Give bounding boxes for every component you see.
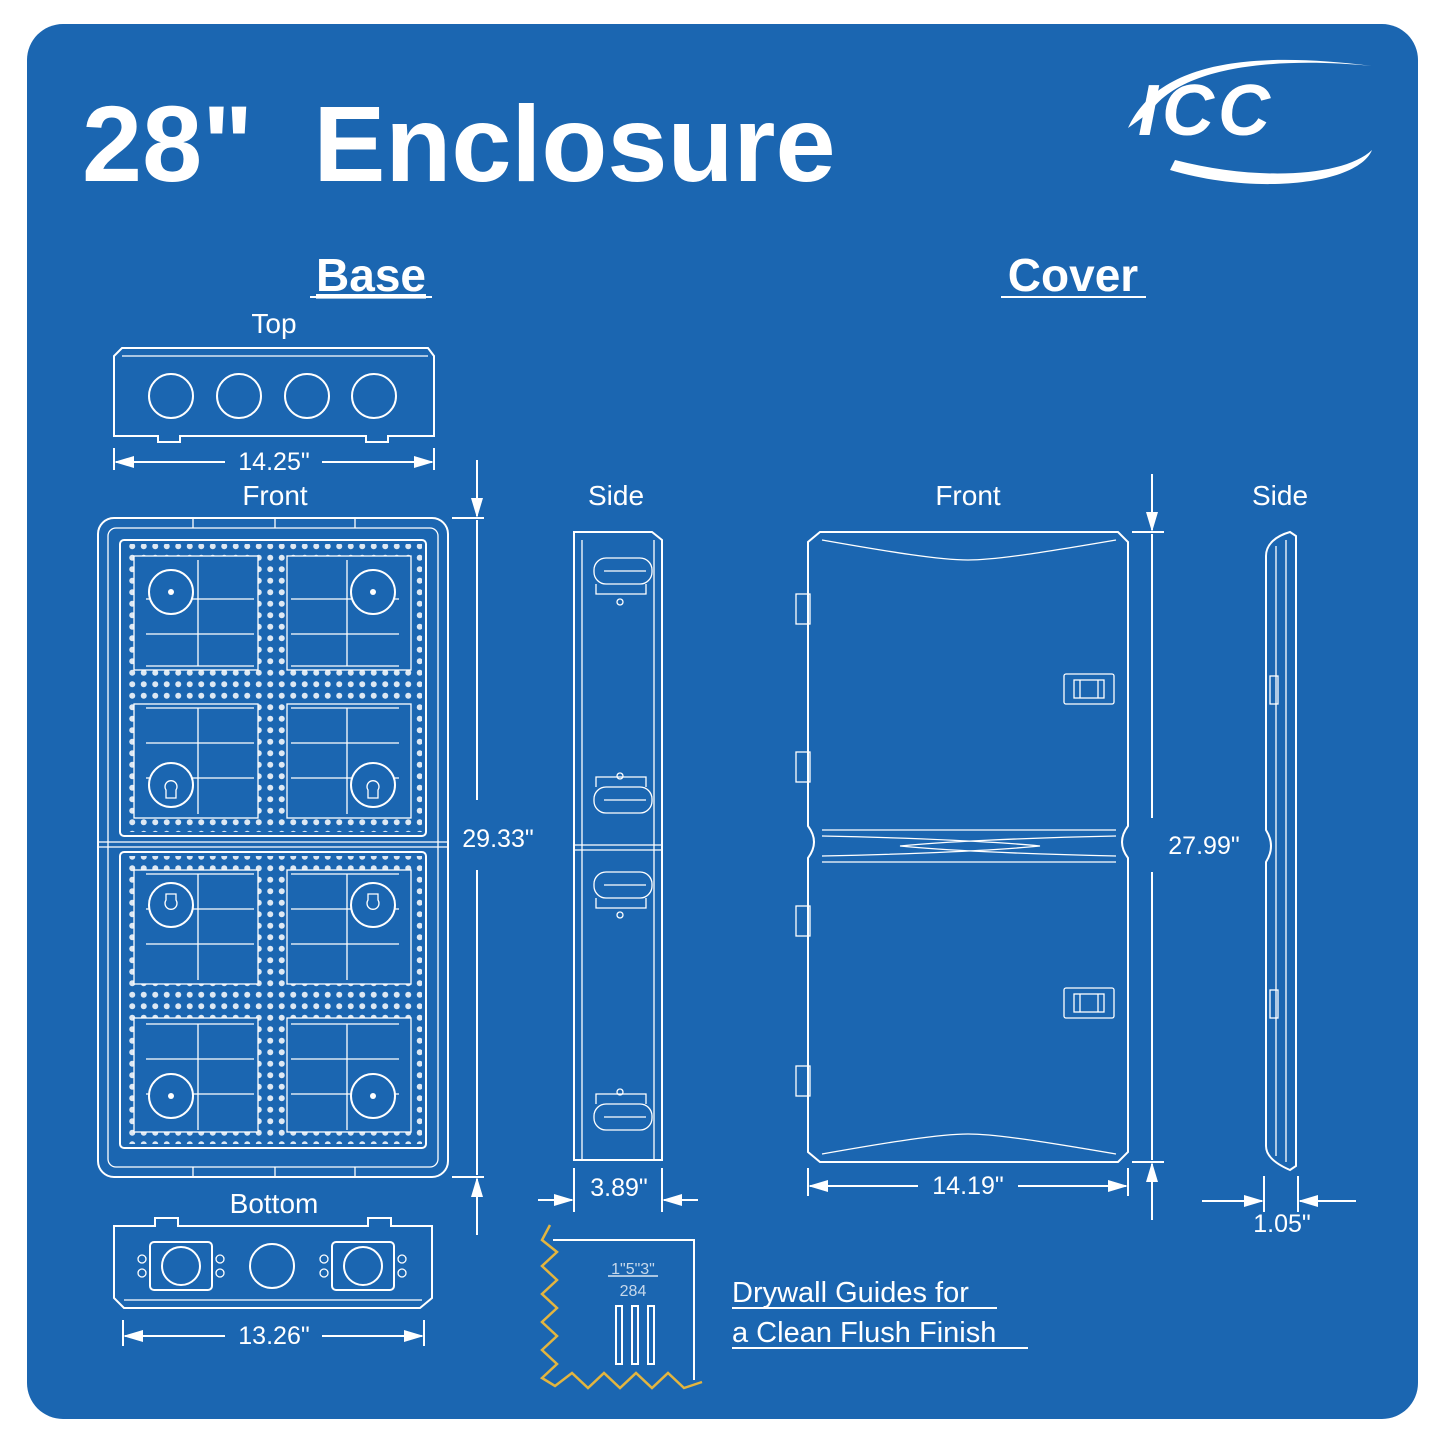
cover-front-width-text: 14.19": [932, 1172, 1003, 1200]
cover-front-height-text: 27.99": [1168, 832, 1239, 860]
base-side-view: [573, 531, 663, 1161]
cover-front-label: Front: [935, 480, 1001, 511]
drywall-gauge-top: 1"5"3": [611, 1261, 655, 1278]
cover-heading: Cover: [1008, 249, 1138, 301]
drywall-note-line1: Drywall Guides for: [732, 1277, 969, 1309]
cover-side-view: [1265, 530, 1297, 1172]
cover-side-depth-text: 1.05": [1253, 1210, 1311, 1238]
drywall-gauge-bottom: 284: [620, 1283, 647, 1300]
base-side-depth-text: 3.89": [590, 1174, 648, 1202]
cover-front-height-dimension: 27.99": [1132, 474, 1240, 1220]
base-front-view: [97, 517, 449, 1178]
base-top-label: Top: [251, 308, 296, 339]
drywall-guide-detail: 1"5"3" 284: [539, 1224, 703, 1390]
base-heading: Base: [316, 249, 426, 301]
base-front-height-text: 29.33": [462, 825, 533, 853]
icc-logo: ICC: [1128, 59, 1372, 185]
base-bottom-width-dimension: 13.26": [122, 1320, 425, 1350]
drywall-note-line2: a Clean Flush Finish: [732, 1317, 996, 1349]
cover-front-view: [795, 531, 1129, 1163]
page-title: 28" Enclosure: [82, 83, 836, 204]
base-top-view: [113, 347, 435, 443]
cover-side-depth-dimension: 1.05": [1202, 1176, 1356, 1238]
base-bottom-view: [113, 1217, 433, 1309]
base-side-depth-dimension: 3.89": [538, 1168, 698, 1212]
base-front-label: Front: [242, 480, 308, 511]
base-side-label: Side: [588, 480, 644, 511]
cover-side-label: Side: [1252, 480, 1308, 511]
icc-logo-text: ICC: [1138, 71, 1274, 151]
base-bottom-label: Bottom: [230, 1188, 319, 1219]
base-top-width-text: 14.25": [238, 448, 309, 476]
base-top-width-dimension: 14.25": [113, 448, 435, 476]
base-bottom-width-text: 13.26": [238, 1322, 309, 1350]
cover-front-width-dimension: 14.19": [807, 1168, 1129, 1200]
base-front-height-dimension: 29.33": [452, 460, 534, 1235]
